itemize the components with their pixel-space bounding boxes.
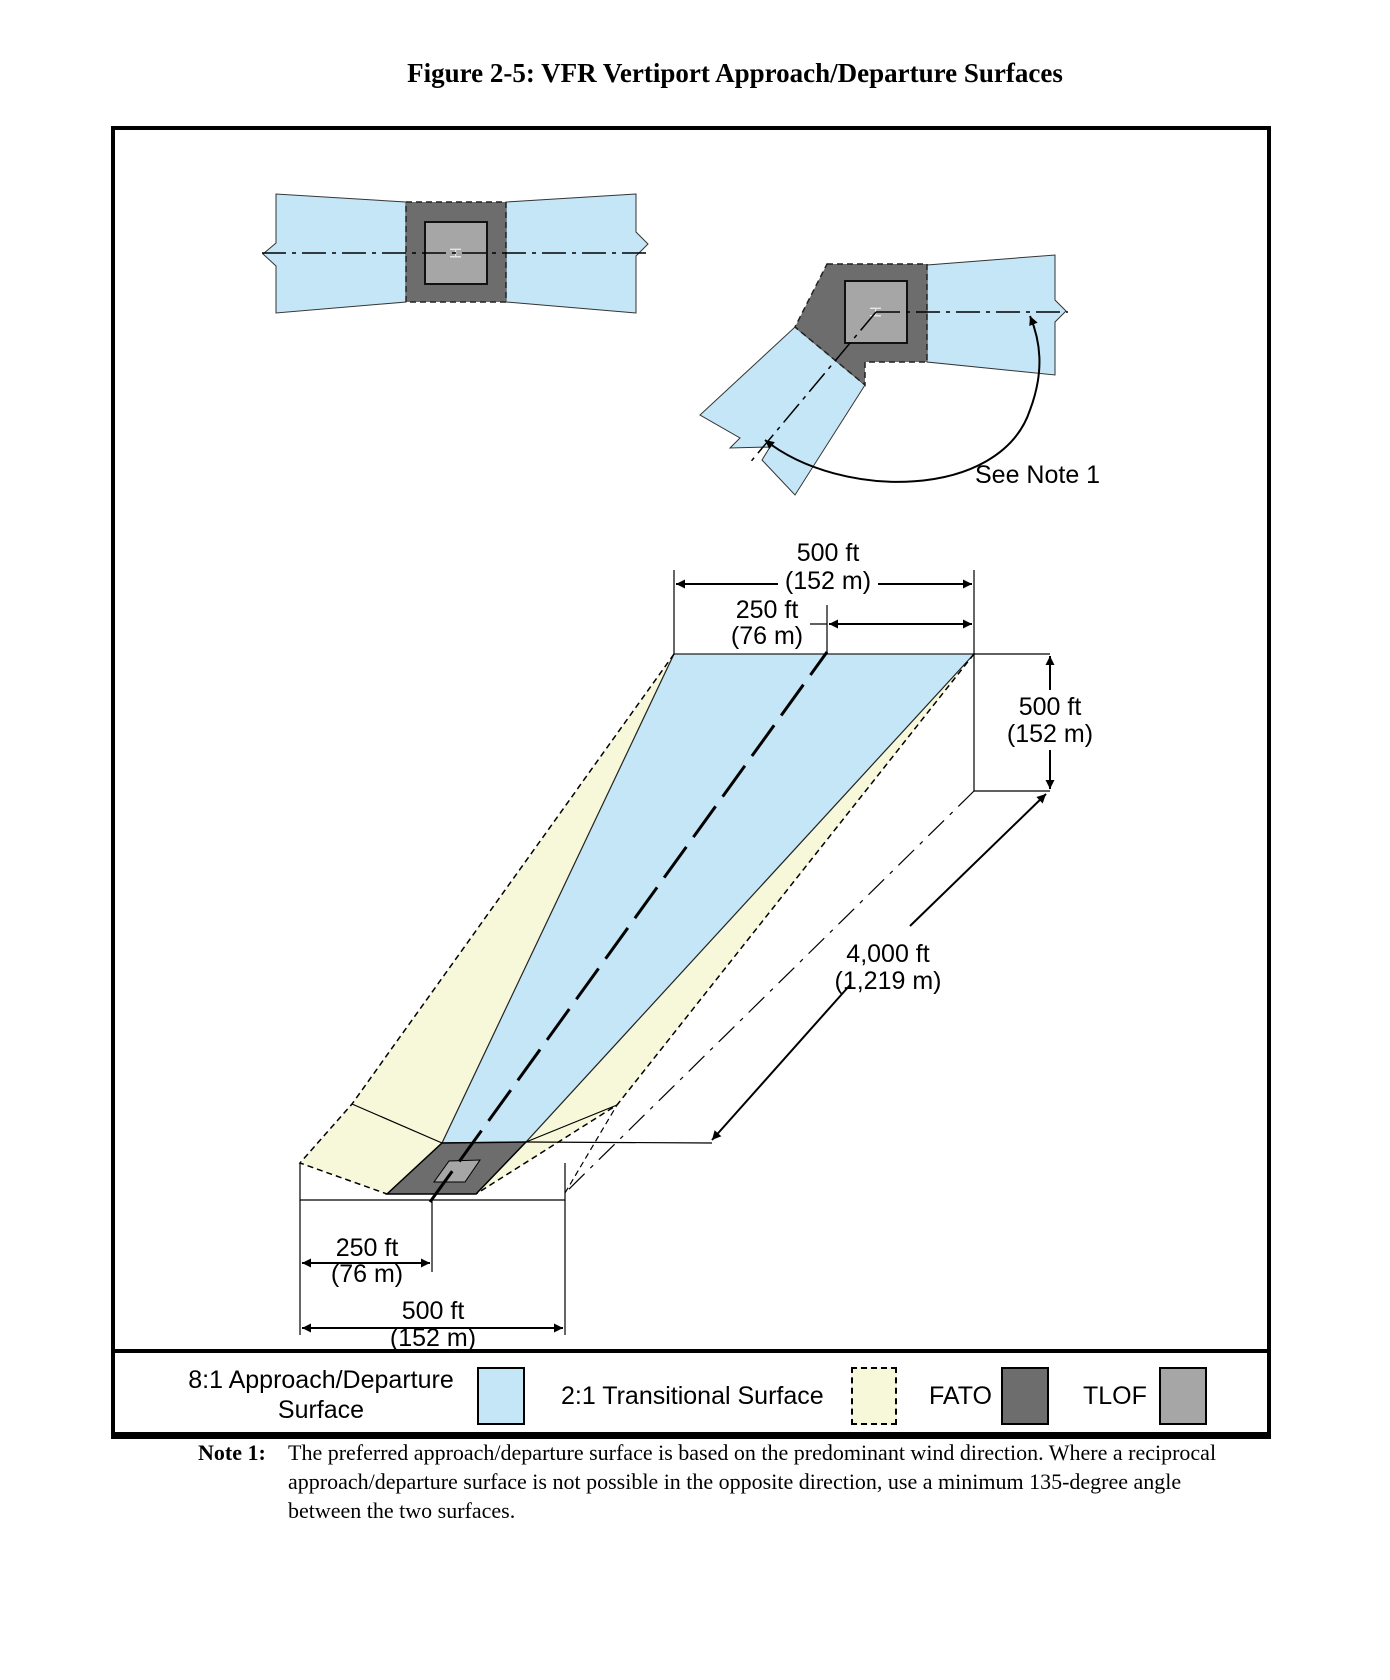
- top-width-ft: 500 ft: [797, 539, 860, 567]
- left-transitional-surface: [300, 654, 674, 1194]
- projected-edge-dashed: [564, 790, 975, 1194]
- top-half-m: (76 m): [731, 622, 803, 650]
- straight-surfaces-plan: H: [262, 193, 650, 314]
- length-arrow-upper: [909, 793, 1047, 927]
- angle-arc: [764, 315, 1041, 483]
- note-text: The preferred approach/departure surface…: [288, 1440, 1217, 1523]
- bottom-width-ft: 500 ft: [402, 1297, 465, 1325]
- bottom-half-m: (76 m): [331, 1260, 403, 1288]
- top-width-m: (152 m): [785, 567, 871, 595]
- legend-approach-line2: Surface: [277, 1396, 365, 1424]
- length-arrow-lower: [711, 984, 851, 1141]
- height-ft: 500 ft: [1019, 693, 1082, 721]
- diagram-frame: [111, 126, 1271, 1436]
- right-transition-seam: [525, 1104, 618, 1143]
- fato-extension: [525, 1141, 713, 1144]
- legend-fato-swatch: [1001, 1367, 1049, 1425]
- legend-approach-line1: 8:1 Approach/Departure: [188, 1366, 454, 1394]
- see-note-label: See Note 1: [975, 461, 1100, 489]
- top-half-ft: 250 ft: [736, 596, 799, 624]
- right-approach-surface: [505, 193, 649, 314]
- bottom-width-m: (152 m): [390, 1324, 476, 1352]
- perspective-surface: [298, 651, 1050, 1203]
- surface-centerline: [428, 651, 829, 1203]
- pad-h-marking-angled: H: [866, 306, 883, 318]
- legend-approach-swatch: [477, 1367, 525, 1425]
- tlof-perspective: [433, 1159, 481, 1183]
- angled-surfaces-plan: H See Note 1: [699, 254, 1100, 496]
- length-m: (1,219 m): [835, 967, 942, 995]
- height-m: (152 m): [1007, 720, 1093, 748]
- note-label: Note 1:: [198, 1440, 266, 1465]
- dimensions: 500 ft (152 m) 250 ft (76 m) 500 ft (152…: [299, 539, 1093, 1352]
- legend-transitional-swatch: [851, 1367, 897, 1425]
- ground-right-diag: [564, 1104, 618, 1194]
- length-ft: 4,000 ft: [846, 940, 929, 968]
- legend-transitional-label: 2:1 Transitional Surface: [561, 1382, 824, 1410]
- east-approach-surface: [926, 254, 1067, 376]
- legend-approach-label: 8:1 Approach/Departure Surface: [181, 1365, 461, 1425]
- legend-tlof-label: TLOF: [1083, 1382, 1147, 1410]
- bottom-half-ft: 250 ft: [336, 1234, 399, 1262]
- legend-tlof-swatch: [1159, 1367, 1207, 1425]
- figure-title: Figure 2-5: VFR Vertiport Approach/Depar…: [407, 58, 1063, 88]
- legend-fato-label: FATO: [929, 1382, 992, 1410]
- left-transitional-edge: [298, 653, 675, 1195]
- left-transition-seam: [351, 1103, 443, 1144]
- legend: 8:1 Approach/Departure Surface 2:1 Trans…: [111, 1349, 1271, 1439]
